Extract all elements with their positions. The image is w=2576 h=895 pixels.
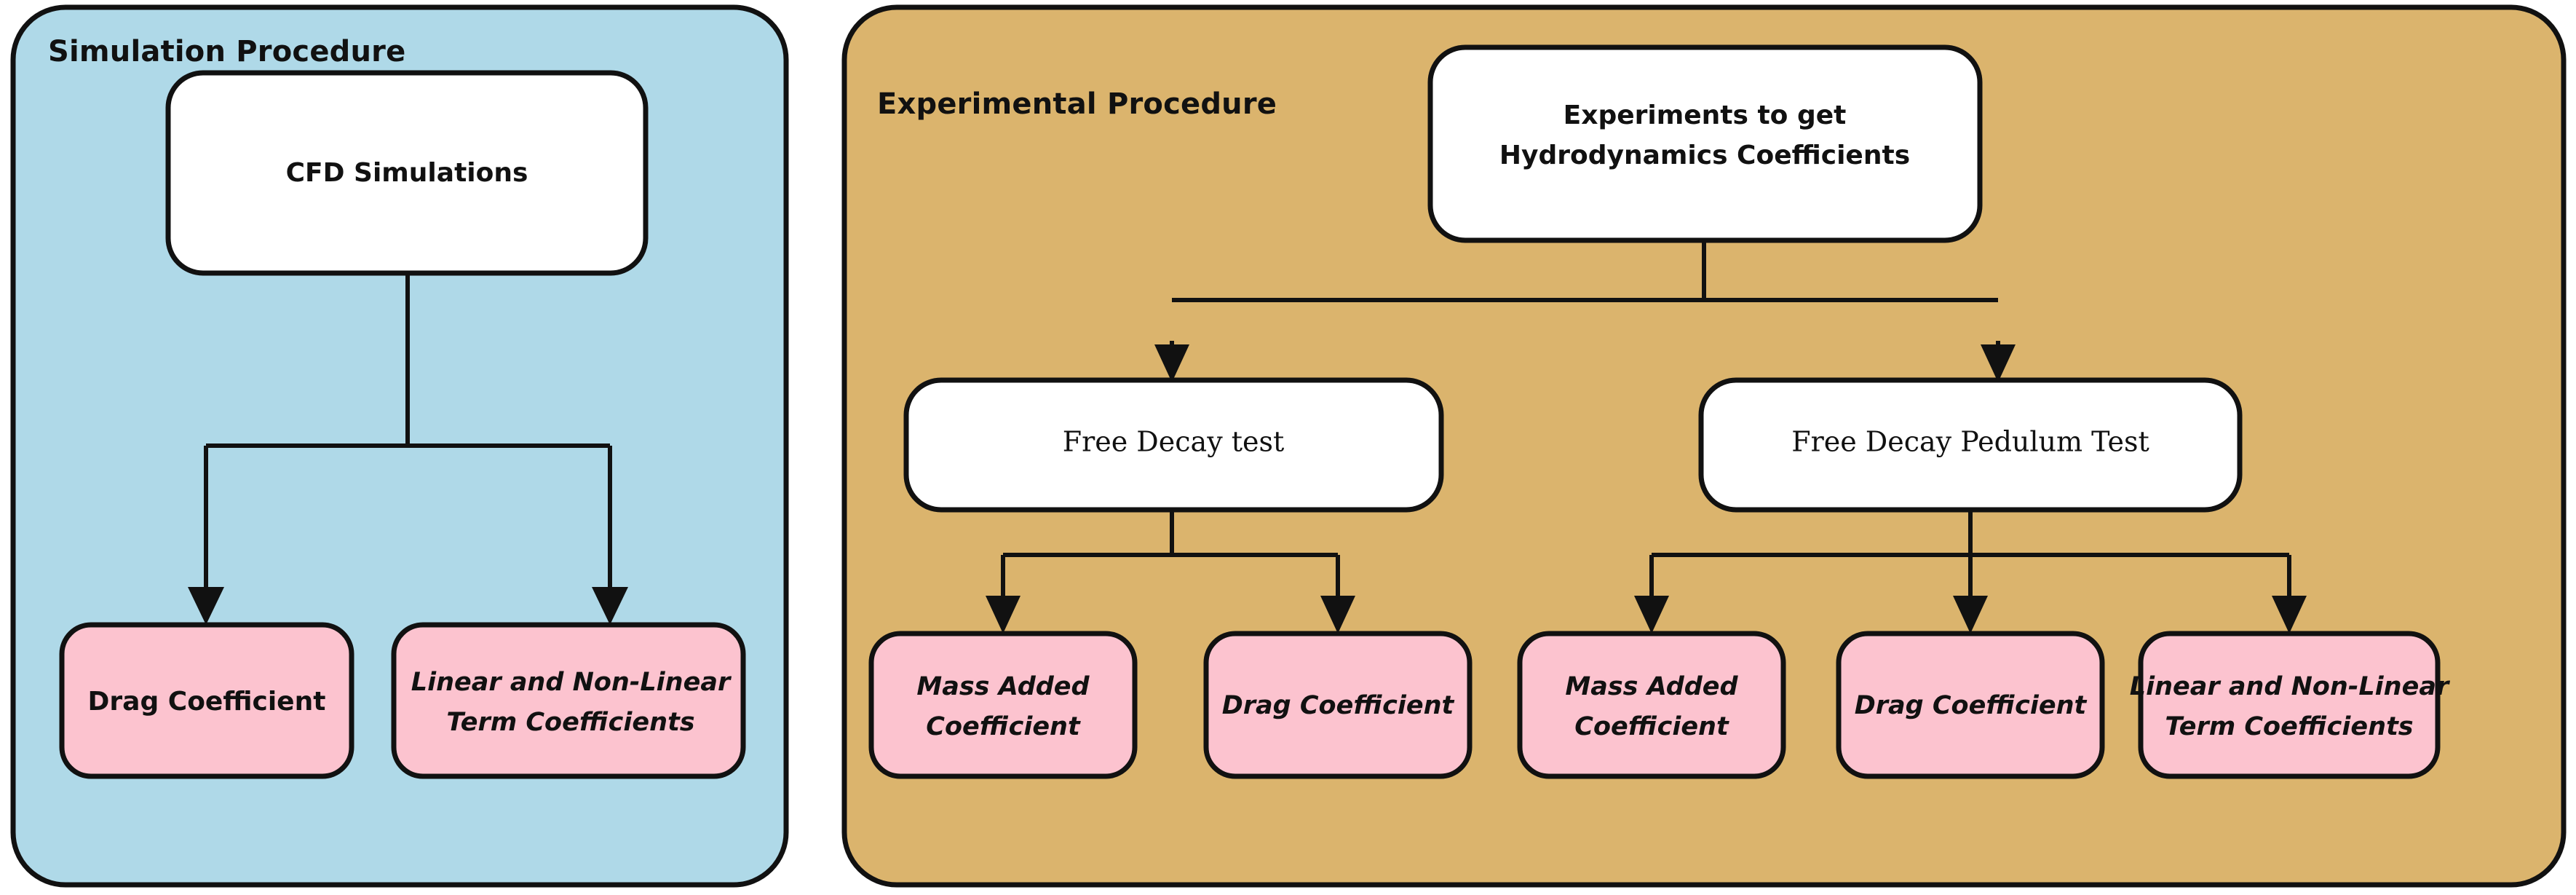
node-exp-mass-added-coefficient-1-line-2: Coefficient	[926, 712, 1081, 741]
experimental-left-branch-connectors	[986, 510, 1355, 634]
arrowhead-exp-leaf-1	[986, 596, 1021, 634]
node-exp-drag-coefficient-1[interactable]: Drag Coefficient	[1203, 631, 1473, 779]
node-exp-mass-added-coefficient-1[interactable]: Mass Added Coefficient	[868, 631, 1138, 779]
node-free-decay-pedulum-test-line-1: Free Decay Pedulum Test	[1791, 426, 2149, 458]
node-sim-linear-nonlinear-terms-line-1: Linear and Non-Linear	[411, 668, 732, 697]
node-free-decay-test[interactable]: Free Decay test	[903, 377, 1444, 513]
node-cfd-simulations-box	[165, 70, 649, 276]
node-sim-drag-coefficient-box	[59, 622, 354, 779]
node-sim-linear-nonlinear-terms-line-2: Term Coefficients	[446, 708, 694, 737]
node-exp-mass-added-coefficient-2-line-1: Mass Added	[1565, 672, 1738, 701]
node-exp-drag-coefficient-1-line-1: Drag Coefficient	[1222, 691, 1455, 720]
experimental-procedure-title: Experimental Procedure	[877, 87, 1277, 121]
node-exp-linear-nonlinear-terms-line-2: Term Coefficients	[2165, 712, 2413, 741]
node-sim-drag-coefficient-line-1: Drag Coefficient	[88, 687, 326, 717]
node-sim-linear-nonlinear-terms[interactable]: Linear and Non-Linear Term Coefficients	[391, 622, 746, 779]
arrowhead-exp-branch-2	[1981, 344, 2016, 382]
node-free-decay-pedulum-test[interactable]: Free Decay Pedulum Test	[1698, 377, 2243, 513]
simulation-procedure-title: Simulation Procedure	[48, 35, 405, 68]
node-exp-mass-added-coefficient-1-line-1: Mass Added	[916, 672, 1090, 701]
node-exp-drag-coefficient-2[interactable]: Drag Coefficient	[1836, 631, 2105, 779]
node-experiments-hydrodynamics-line-1: Experiments to get	[1564, 100, 1847, 130]
node-exp-linear-nonlinear-terms-line-1: Linear and Non-Linear	[2130, 672, 2451, 701]
node-free-decay-test-line-1: Free Decay test	[1063, 426, 1285, 458]
node-exp-mass-added-coefficient-2-box	[1517, 631, 1786, 779]
node-exp-mass-added-coefficient-2[interactable]: Mass Added Coefficient	[1517, 631, 1786, 779]
node-exp-linear-nonlinear-terms[interactable]: Linear and Non-Linear Term Coefficients	[2130, 631, 2451, 779]
simulation-connectors	[188, 273, 628, 625]
node-exp-drag-coefficient-1-box	[1203, 631, 1473, 779]
node-exp-mass-added-coefficient-2-line-2: Coefficient	[1574, 712, 1729, 741]
arrowhead-exp-branch-1	[1154, 344, 1189, 382]
arrowhead-exp-leaf-5	[2272, 596, 2307, 634]
node-sim-linear-nonlinear-terms-box	[391, 622, 746, 779]
arrowhead-exp-leaf-3	[1634, 596, 1669, 634]
node-exp-drag-coefficient-2-line-1: Drag Coefficient	[1855, 691, 2088, 720]
node-exp-linear-nonlinear-terms-box	[2138, 631, 2441, 779]
experimental-right-branch-connectors	[1634, 510, 2307, 634]
node-sim-drag-coefficient[interactable]: Drag Coefficient	[59, 622, 354, 779]
node-experiments-hydrodynamics[interactable]: Experiments to get Hydrodynamics Coeffic…	[1427, 44, 1983, 243]
node-experiments-hydrodynamics-line-2: Hydrodynamics Coefficients	[1499, 141, 1910, 170]
arrowhead-exp-leaf-4	[1953, 596, 1988, 634]
node-exp-mass-added-coefficient-1-box	[868, 631, 1138, 779]
node-cfd-simulations-line-1: CFD Simulations	[286, 158, 528, 188]
arrowhead-exp-leaf-2	[1320, 596, 1355, 634]
node-cfd-simulations[interactable]: CFD Simulations	[165, 70, 649, 276]
arrowhead-sim-right	[592, 587, 628, 625]
node-exp-drag-coefficient-2-box	[1836, 631, 2105, 779]
node-experiments-hydrodynamics-box	[1427, 44, 1983, 243]
arrowhead-sim-left	[188, 587, 224, 625]
node-free-decay-pedulum-test-box	[1698, 377, 2243, 513]
node-free-decay-test-box	[903, 377, 1444, 513]
